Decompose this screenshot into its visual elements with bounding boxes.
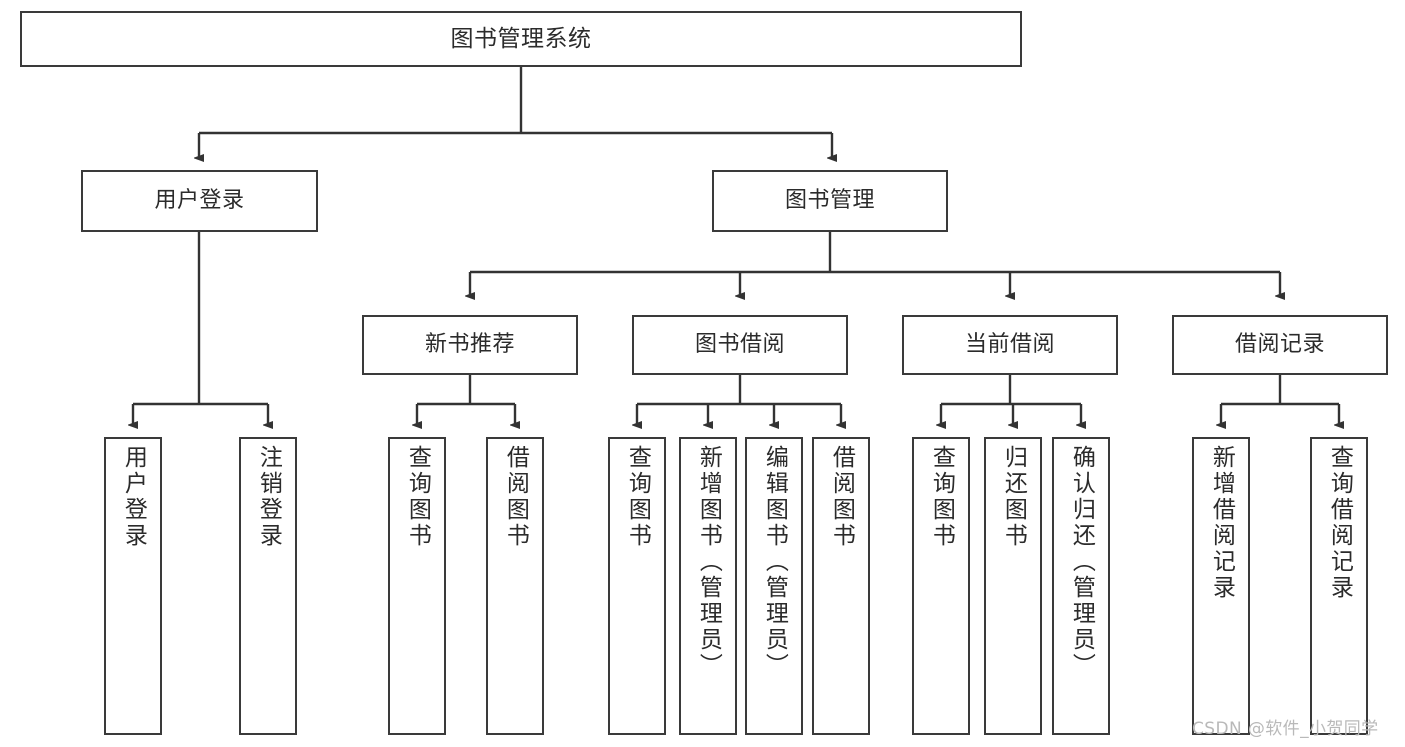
node-book-management[interactable]: 图书管理	[712, 170, 948, 232]
node-leaf-query-book-2[interactable]: 查询图书	[608, 437, 666, 735]
node-leaf-edit-book-admin-label: 编辑图书（管理员）	[761, 445, 788, 679]
node-leaf-query-book-3[interactable]: 查询图书	[912, 437, 970, 735]
node-leaf-borrow-book-1[interactable]: 借阅图书	[486, 437, 544, 735]
node-user-login[interactable]: 用户登录	[81, 170, 318, 232]
node-leaf-return-book[interactable]: 归还图书	[984, 437, 1042, 735]
node-new-book-recommend-label: 新书推荐	[424, 331, 515, 357]
node-book-management-label: 图书管理	[784, 187, 875, 213]
node-book-borrow-label: 图书借阅	[694, 331, 785, 357]
node-borrow-record-label: 借阅记录	[1234, 331, 1325, 357]
node-borrow-record[interactable]: 借阅记录	[1172, 315, 1388, 375]
node-leaf-query-book-1[interactable]: 查询图书	[388, 437, 446, 735]
node-leaf-user-login-label: 用户登录	[120, 445, 147, 549]
node-leaf-borrow-book-1-label: 借阅图书	[502, 445, 529, 549]
node-leaf-borrow-book-2-label: 借阅图书	[828, 445, 855, 549]
node-user-login-label: 用户登录	[154, 187, 245, 213]
node-leaf-add-book-admin-label: 新增图书（管理员）	[695, 445, 722, 679]
node-leaf-logout[interactable]: 注销登录	[239, 437, 297, 735]
node-leaf-query-book-1-label: 查询图书	[404, 445, 431, 549]
node-root[interactable]: 图书管理系统	[20, 11, 1022, 67]
node-leaf-query-borrow-record-label: 查询借阅记录	[1326, 445, 1353, 601]
node-leaf-logout-label: 注销登录	[255, 445, 282, 549]
node-leaf-confirm-return[interactable]: 确认归还（管理员）	[1052, 437, 1110, 735]
node-leaf-add-book-admin[interactable]: 新增图书（管理员）	[679, 437, 737, 735]
node-leaf-add-borrow-record[interactable]: 新增借阅记录	[1192, 437, 1250, 735]
node-leaf-add-borrow-record-label: 新增借阅记录	[1208, 445, 1235, 601]
node-book-borrow[interactable]: 图书借阅	[632, 315, 848, 375]
node-leaf-return-book-label: 归还图书	[1000, 445, 1027, 549]
node-leaf-query-book-3-label: 查询图书	[928, 445, 955, 549]
node-leaf-confirm-return-label: 确认归还（管理员）	[1068, 445, 1095, 679]
node-leaf-query-book-2-label: 查询图书	[624, 445, 651, 549]
node-new-book-recommend[interactable]: 新书推荐	[362, 315, 578, 375]
node-leaf-borrow-book-2[interactable]: 借阅图书	[812, 437, 870, 735]
node-leaf-user-login[interactable]: 用户登录	[104, 437, 162, 735]
node-current-borrow-label: 当前借阅	[964, 331, 1055, 357]
node-root-label: 图书管理系统	[450, 25, 592, 52]
node-leaf-edit-book-admin[interactable]: 编辑图书（管理员）	[745, 437, 803, 735]
node-leaf-query-borrow-record[interactable]: 查询借阅记录	[1310, 437, 1368, 735]
node-current-borrow[interactable]: 当前借阅	[902, 315, 1118, 375]
